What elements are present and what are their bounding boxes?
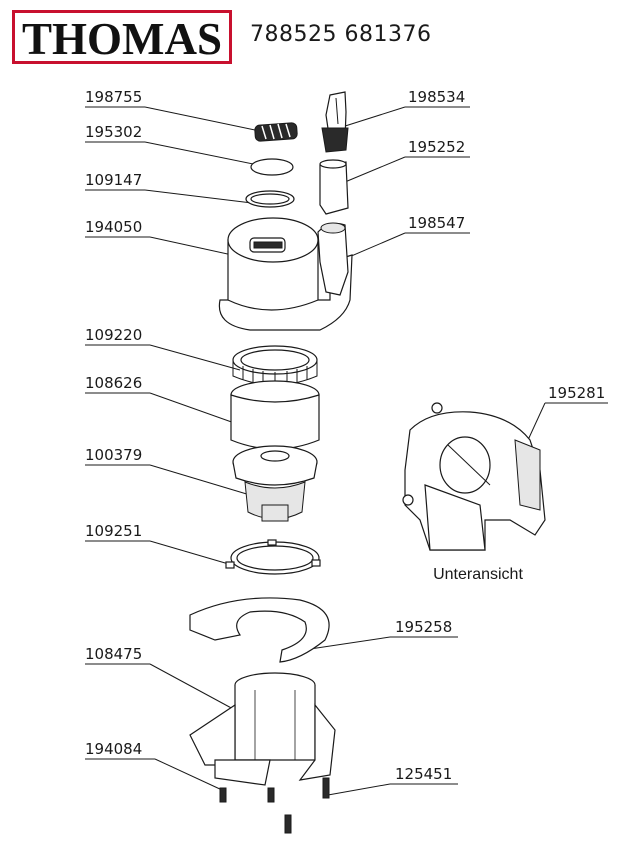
part-194050-motor-housing <box>218 217 353 331</box>
label-195302: 195302 <box>85 123 259 166</box>
svg-text:109220: 109220 <box>85 326 142 344</box>
label-198547: 198547 <box>341 214 470 261</box>
part-108626-motor-cover <box>230 380 320 450</box>
part-195258-c-plate <box>189 597 330 663</box>
part-109220-clamp-ring <box>232 345 318 387</box>
label-108626: 108626 <box>85 374 241 426</box>
thomas-logo: THOMAS <box>12 10 232 64</box>
svg-text:195258: 195258 <box>395 618 452 636</box>
svg-text:198534: 198534 <box>408 88 465 106</box>
part-100379-motor <box>232 445 318 522</box>
part-125451-screw <box>322 777 330 799</box>
label-100379: 100379 <box>85 446 251 496</box>
svg-text:109147: 109147 <box>85 171 142 189</box>
brand-text: THOMAS <box>22 13 222 64</box>
part-198755-filter-grid <box>254 122 298 142</box>
svg-text:100379: 100379 <box>85 446 142 464</box>
part-198534-top-piece <box>321 91 349 153</box>
svg-text:198755: 198755 <box>85 88 142 106</box>
svg-text:195302: 195302 <box>85 123 142 141</box>
label-195252: 195252 <box>344 138 470 183</box>
svg-text:194050: 194050 <box>85 218 142 236</box>
label-194084: 194084 <box>85 740 223 791</box>
part-195252-sleeve <box>319 159 349 215</box>
label-198534: 198534 <box>341 88 470 128</box>
label-109251: 109251 <box>85 522 233 566</box>
part-194084-screws <box>219 787 292 834</box>
label-109220: 109220 <box>85 326 241 371</box>
bottom-view-inset <box>402 402 546 551</box>
model-numbers: 788525 681376 <box>250 22 432 47</box>
label-125451: 125451 <box>327 765 458 796</box>
svg-text:125451: 125451 <box>395 765 452 783</box>
svg-text:195281: 195281 <box>548 384 605 402</box>
svg-text:108475: 108475 <box>85 645 142 663</box>
label-198755: 198755 <box>85 88 256 131</box>
svg-text:108626: 108626 <box>85 374 142 392</box>
svg-text:195252: 195252 <box>408 138 465 156</box>
svg-text:194084: 194084 <box>85 740 142 758</box>
svg-text:109251: 109251 <box>85 522 142 540</box>
label-108475: 108475 <box>85 645 236 711</box>
label-109147: 109147 <box>85 171 253 204</box>
part-195302-filter-pad <box>250 158 294 176</box>
label-195281: 195281 <box>527 384 608 441</box>
bottom-view-caption: Unteransicht <box>433 566 523 583</box>
part-109147-seal-ring <box>245 190 295 208</box>
part-108475-base-housing <box>189 672 336 786</box>
svg-text:198547: 198547 <box>408 214 465 232</box>
part-109251-gasket-ring <box>225 539 321 575</box>
